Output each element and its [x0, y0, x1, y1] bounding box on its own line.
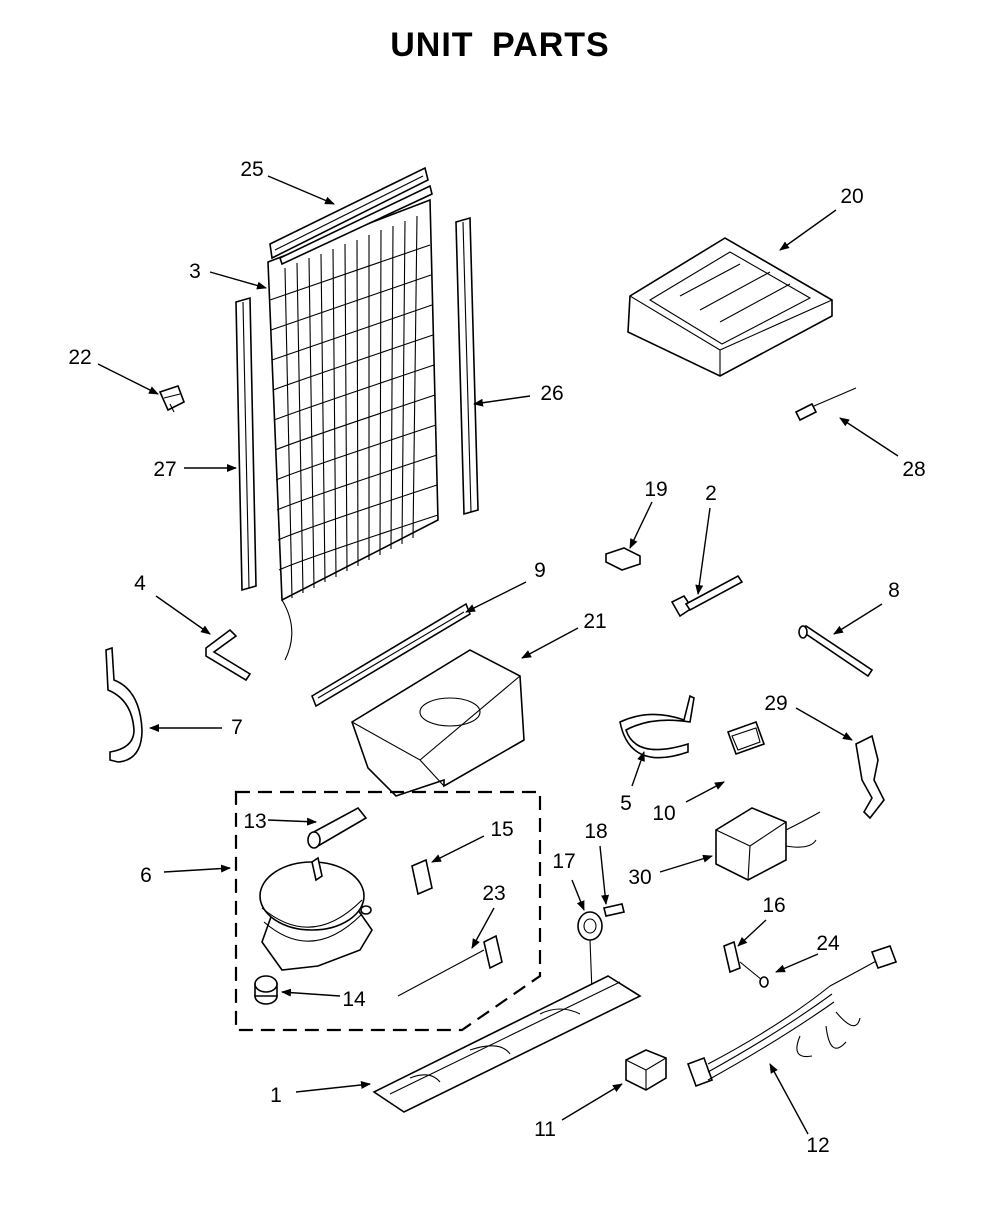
water-tube [105, 646, 143, 763]
part-label-11: 11 [534, 1118, 556, 1141]
part-label-19: 19 [644, 478, 667, 501]
part-label-20: 20 [840, 185, 863, 208]
part-label-9: 9 [534, 559, 546, 582]
part-label-25: 25 [240, 158, 263, 181]
part-label-16: 16 [762, 894, 785, 917]
part-label-23: 23 [482, 882, 505, 905]
insulator-plate [726, 720, 766, 756]
part-label-12: 12 [806, 1134, 829, 1157]
part-label-21: 21 [583, 610, 606, 633]
relay-assembly [715, 807, 821, 881]
part-label-4: 4 [134, 572, 146, 595]
heater [670, 574, 744, 618]
compressor-group-outline [234, 790, 542, 1032]
part-label-15: 15 [490, 818, 513, 841]
water-hose [619, 694, 695, 759]
compressor [259, 856, 373, 971]
mounting-clip [158, 384, 186, 413]
part-label-3: 3 [189, 260, 201, 283]
part-label-5: 5 [620, 792, 632, 815]
thermistor [794, 387, 857, 422]
part-label-6: 6 [140, 864, 152, 887]
base-plate [372, 975, 642, 1113]
condenser-coil [267, 198, 439, 661]
hinge-bracket [855, 734, 885, 820]
part-label-22: 22 [68, 346, 91, 369]
valve-screw [603, 903, 625, 917]
wire-harness [686, 944, 898, 1088]
leader-arrows [97, 175, 899, 1135]
filter-drier [307, 806, 368, 849]
drain-pan-upper [627, 237, 833, 377]
foam-block [605, 547, 641, 571]
hex-wrench [205, 628, 252, 682]
water-valve [577, 911, 603, 993]
capacitor [625, 1049, 667, 1091]
mounting-bracket [411, 858, 433, 896]
support-bar [311, 602, 471, 708]
part-label-18: 18 [584, 820, 607, 843]
part-label-8: 8 [888, 579, 900, 602]
part-label-27: 27 [153, 458, 176, 481]
part-label-14: 14 [342, 988, 366, 1011]
drain-tube [798, 625, 874, 678]
part-label-30: 30 [628, 866, 651, 889]
drain-pan [351, 649, 525, 797]
part-label-2: 2 [705, 482, 717, 505]
part-label-13: 13 [243, 810, 266, 833]
grommet [254, 975, 278, 1005]
part-label-17: 17 [552, 850, 575, 873]
part-label-29: 29 [764, 692, 787, 715]
part-label-1: 1 [270, 1084, 282, 1107]
part-label-24: 24 [816, 932, 840, 955]
ground-strap [723, 940, 769, 988]
side-rail-left [235, 296, 257, 592]
top-bracket [269, 166, 433, 266]
part-label-10: 10 [652, 802, 675, 825]
overload-protector [397, 934, 503, 997]
part-label-26: 26 [540, 382, 563, 405]
part-label-28: 28 [902, 458, 925, 481]
side-rail-right [455, 216, 479, 516]
page-title: UNIT PARTS [390, 26, 610, 64]
part-label-7: 7 [231, 716, 243, 739]
